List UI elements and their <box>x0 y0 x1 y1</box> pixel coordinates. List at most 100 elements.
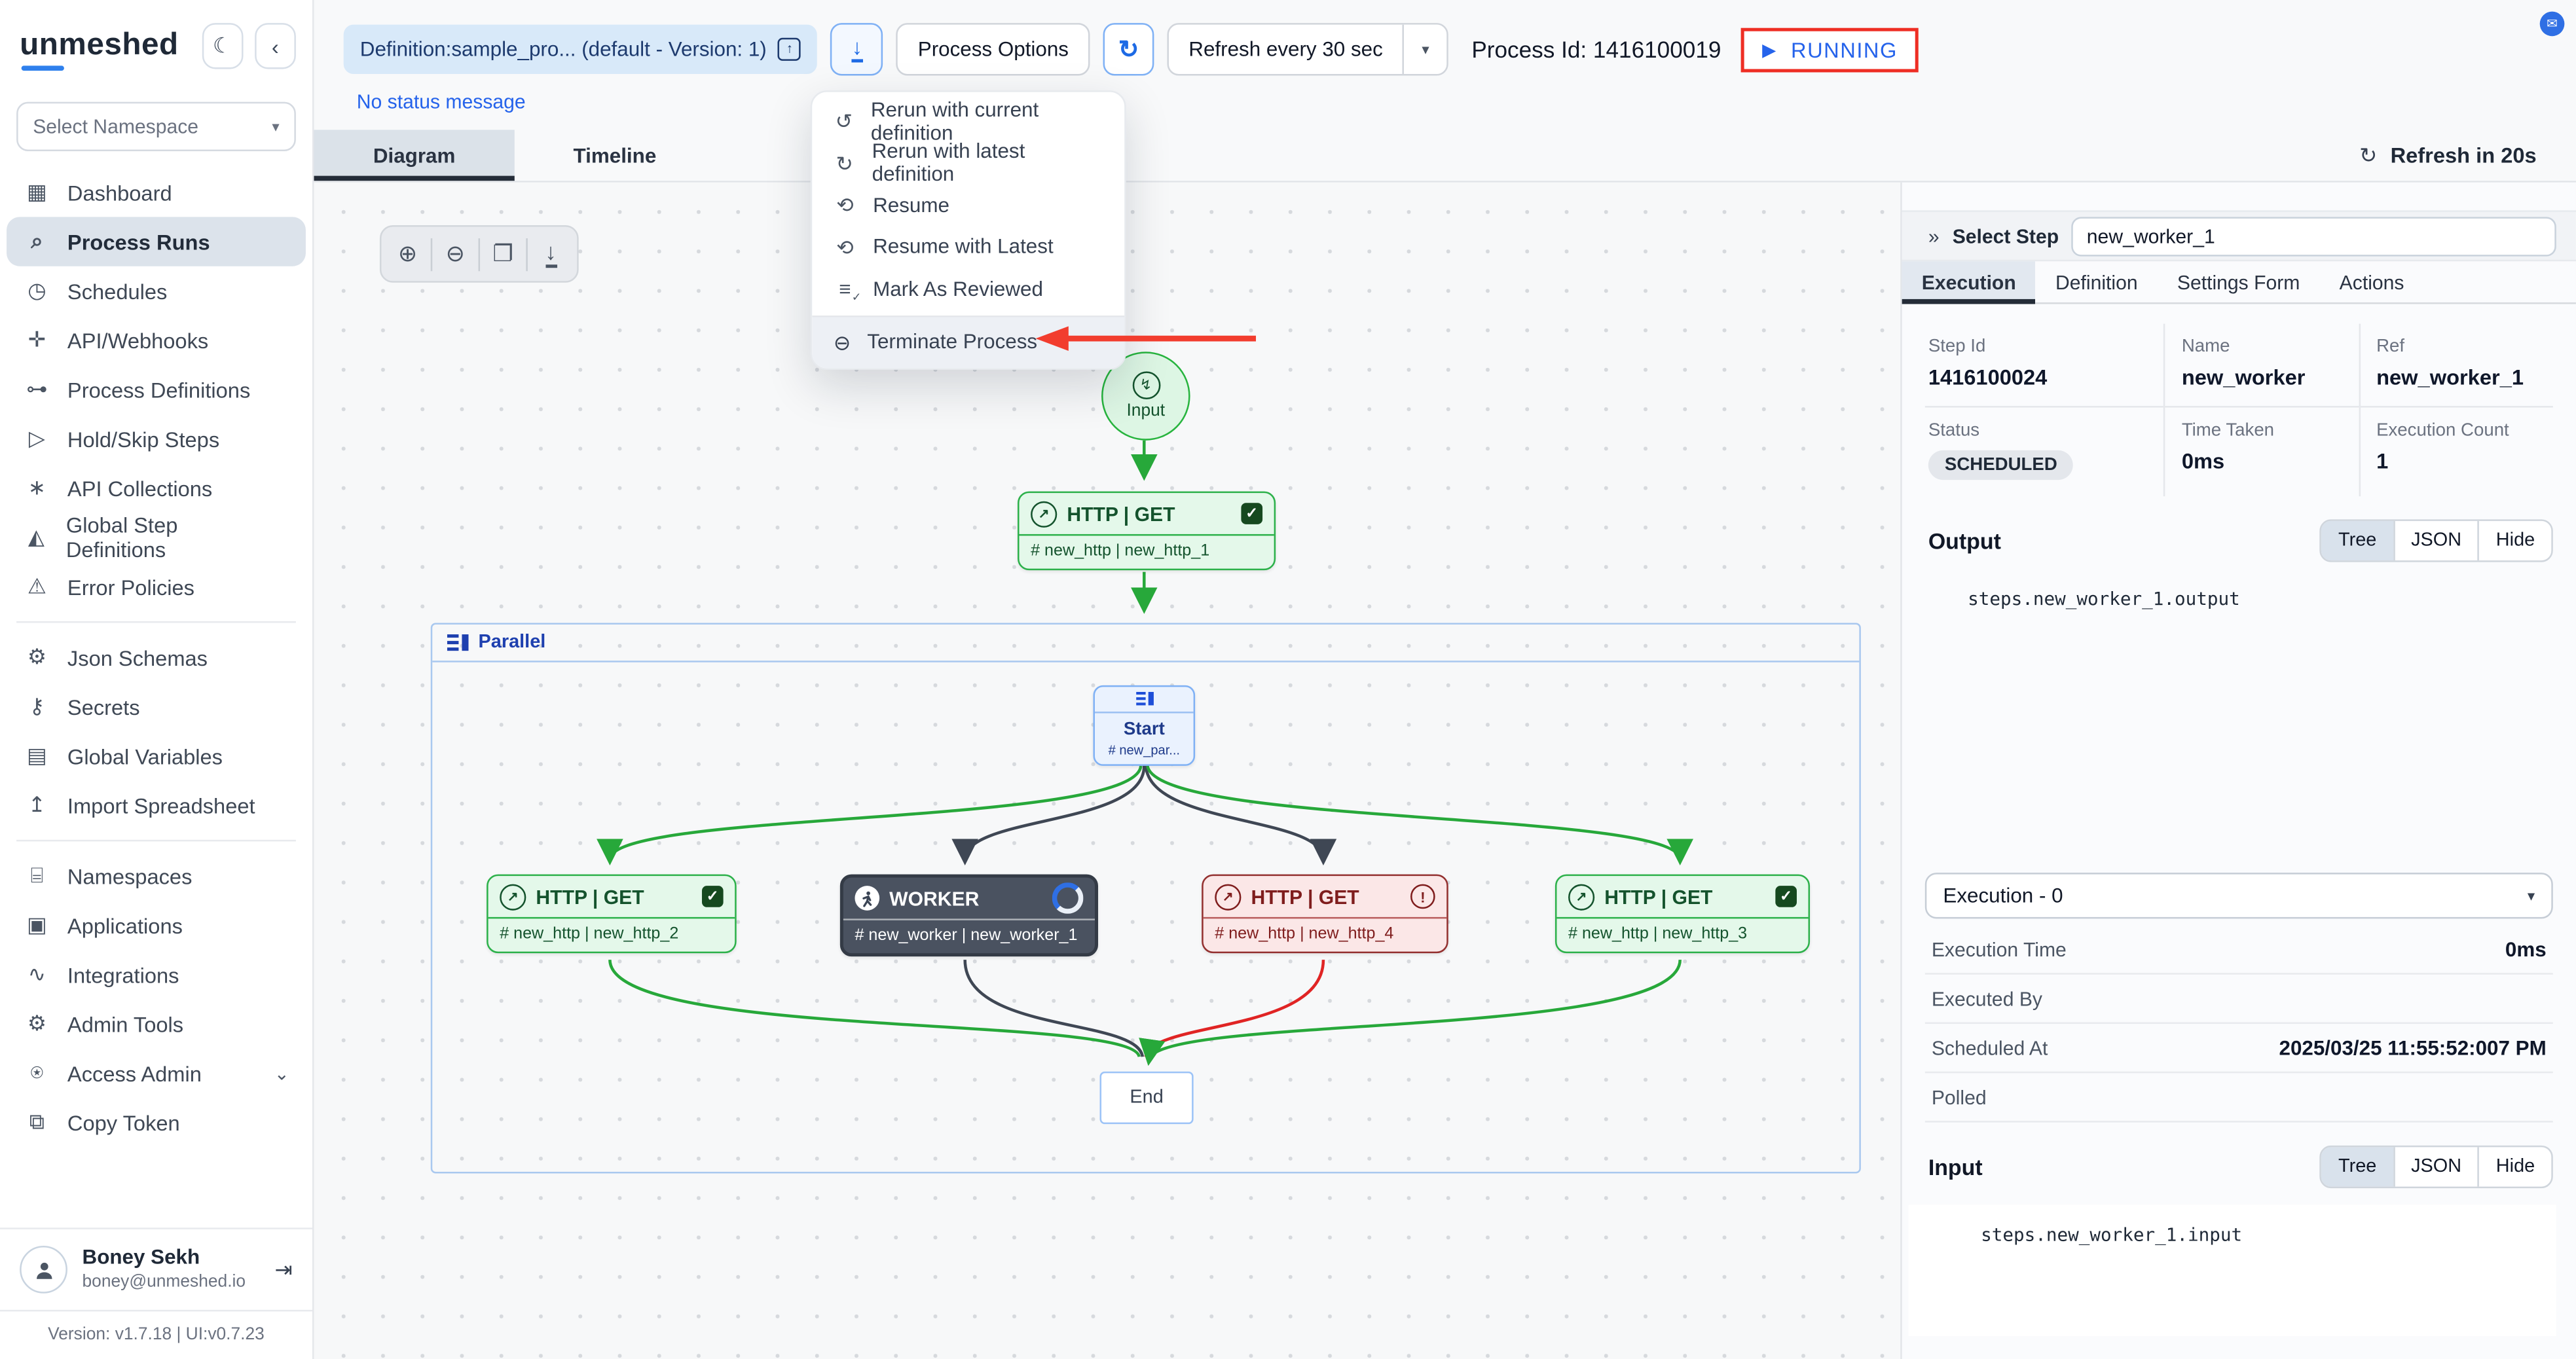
process-options-button[interactable]: Process Options <box>896 23 1090 76</box>
diagram-canvas[interactable]: ⊕ ⊖ ❐ ↓ ↯ Input ↗ <box>314 182 1901 1359</box>
node-new-worker-1[interactable]: WORKER # new_worker | new_worker_1 <box>839 874 1099 957</box>
node-new-http-2[interactable]: ↗ HTTP | GET ✓ # new_http | new_http_2 <box>487 874 737 954</box>
tab-settings-form[interactable]: Settings Form <box>2158 261 2320 302</box>
status-label: Status <box>1928 420 1980 441</box>
sidebar-item-global-step-definitions[interactable]: ◭ Global Step Definitions <box>7 513 306 562</box>
execution-select[interactable]: Execution - 0 ▾ <box>1924 873 2553 919</box>
nav-label: Import Spreadsheet <box>67 793 255 818</box>
zoom-in-button[interactable]: ⊕ <box>384 240 430 268</box>
output-json-button[interactable]: JSON <box>2393 520 2478 561</box>
download-process-button[interactable]: ↓ <box>830 23 884 76</box>
avatar <box>20 1245 67 1294</box>
tab-diagram[interactable]: Diagram <box>314 130 515 181</box>
tab-timeline[interactable]: Timeline <box>515 130 715 181</box>
sidebar-item-dashboard[interactable]: ▦ Dashboard <box>7 168 306 217</box>
node-parallel-start[interactable]: Start # new_par... <box>1093 685 1196 766</box>
sidebar-item-namespaces[interactable]: ⌸ Namespaces <box>7 851 306 900</box>
sidebar-item-process-runs[interactable]: ⌕ Process Runs <box>7 217 306 266</box>
sidebar-item-admin-tools[interactable]: ⚙ Admin Tools <box>7 999 306 1048</box>
input-hide-button[interactable]: Hide <box>2478 1147 2551 1187</box>
sidebar-item-import-spreadsheet[interactable]: ↥ Import Spreadsheet <box>7 780 306 829</box>
row-label: Execution Time <box>1931 937 2067 961</box>
tab-definition[interactable]: Definition <box>2036 261 2158 302</box>
refresh-countdown-label: Refresh in 20s <box>2390 143 2537 168</box>
logout-icon[interactable]: ⇥ <box>274 1256 293 1281</box>
select-step-input[interactable] <box>2072 216 2556 256</box>
node-type: WORKER <box>889 886 980 910</box>
open-definition-icon[interactable]: ↑ <box>778 37 801 61</box>
sidebar-item-access-admin[interactable]: ⍟ Access Admin ⌄ <box>7 1049 306 1098</box>
nav-label: Hold/Skip Steps <box>67 426 220 452</box>
sidebar-item-secrets[interactable]: ⚷ Secrets <box>7 682 306 731</box>
ref-value: new_worker_1 <box>2376 365 2524 390</box>
menu-item-terminate-process[interactable]: ⊖ Terminate Process <box>812 316 1125 368</box>
menu-item-label: Mark As Reviewed <box>873 277 1043 300</box>
refresh-countdown[interactable]: ↻ Refresh in 20s <box>2359 130 2537 181</box>
parallel-container[interactable]: Parallel <box>430 623 1861 1174</box>
expand-panel-icon[interactable]: » <box>1928 224 1940 247</box>
refresh-interval-caret[interactable]: ▾ <box>1402 24 1447 74</box>
refresh-interval-dropdown: Refresh every 30 sec ▾ <box>1167 23 1449 76</box>
nav-label: Global Variables <box>67 744 223 769</box>
user-profile[interactable]: Boney Sekh boney@unmeshed.io ⇥ <box>0 1227 312 1310</box>
nav-label: API/Webhooks <box>67 327 209 353</box>
download-diagram-button[interactable]: ↓ <box>528 240 574 268</box>
output-hide-button[interactable]: Hide <box>2478 520 2551 561</box>
person-icon <box>35 1261 52 1278</box>
node-end[interactable]: End <box>1099 1071 1194 1125</box>
output-title: Output <box>1928 528 2001 553</box>
sidebar-item-applications[interactable]: ▣ Applications <box>7 901 306 950</box>
nav-label: Secrets <box>67 694 140 719</box>
menu-item-rerun-latest[interactable]: ↻ Rerun with latest definition <box>812 140 1124 186</box>
namespace-select[interactable]: Select Namespace ▾ <box>16 101 296 151</box>
input-path[interactable]: steps.new_worker_1.input <box>1981 1224 2243 1246</box>
tab-actions[interactable]: Actions <box>2320 261 2424 302</box>
sidebar-item-integrations[interactable]: ∿ Integrations <box>7 950 306 999</box>
menu-item-resume-with-latest[interactable]: ⟲ Resume with Latest <box>812 226 1124 268</box>
node-ref: # new_http | new_http_1 <box>1019 534 1274 569</box>
parallel-icon <box>447 633 469 650</box>
notification-badge[interactable]: ✉ <box>2539 11 2565 37</box>
chevron-down-icon: ▾ <box>272 117 280 134</box>
sidebar-item-api-collections[interactable]: ∗ API Collections <box>7 463 306 513</box>
error-icon: ! <box>1410 884 1435 909</box>
parallel-icon <box>1135 691 1153 706</box>
menu-item-mark-as-reviewed[interactable]: ≡ Mark As Reviewed <box>812 268 1124 310</box>
step-id-label: Step Id <box>1928 336 1986 357</box>
menu-item-label: Resume with Latest <box>873 235 1054 259</box>
sidebar-item-copy-token[interactable]: ⧉ Copy Token <box>7 1098 306 1147</box>
node-new-http-3[interactable]: ↗ HTTP | GET ✓ # new_http | new_http_3 <box>1555 874 1811 954</box>
node-type: HTTP | GET <box>1067 501 1175 526</box>
input-tree-button[interactable]: Tree <box>2321 1147 2393 1187</box>
sidebar-collapse-button[interactable]: ‹ <box>254 23 296 69</box>
menu-item-icon: ⟲ <box>836 194 854 218</box>
sidebar-item-process-definitions[interactable]: ⊶ Process Definitions <box>7 365 306 414</box>
menu-item-resume[interactable]: ⟲ Resume <box>812 184 1124 226</box>
input-json-button[interactable]: JSON <box>2393 1147 2478 1187</box>
sidebar-item-error-policies[interactable]: ⚠ Error Policies <box>7 562 306 611</box>
node-label: Input <box>1126 401 1166 421</box>
theme-toggle-button[interactable]: ☾ <box>201 23 244 69</box>
input-tree-view: steps.new_worker_1.input <box>1908 1205 2556 1337</box>
nav-icon: ∿ <box>28 961 46 987</box>
step-id-value: 1416100024 <box>1928 365 2048 390</box>
definition-breadcrumb[interactable]: Definition:sample_pro... (default - Vers… <box>343 24 818 74</box>
sidebar-item-schedules[interactable]: ◷ Schedules <box>7 266 306 316</box>
sidebar-item-global-variables[interactable]: ▤ Global Variables <box>7 731 306 780</box>
output-path[interactable]: steps.new_worker_1.output <box>1968 588 2240 610</box>
node-label: Start <box>1123 719 1165 740</box>
sidebar-item-api-webhooks[interactable]: ✛ API/Webhooks <box>7 316 306 365</box>
output-tree-button[interactable]: Tree <box>2321 520 2393 561</box>
menu-item-rerun-current[interactable]: ↺ Rerun with current definition <box>812 98 1124 144</box>
node-new-http-4[interactable]: ↗ HTTP | GET ! # new_http | new_http_4 <box>1202 874 1448 954</box>
refresh-button[interactable]: ↻ <box>1103 23 1154 76</box>
refresh-interval-label[interactable]: Refresh every 30 sec <box>1188 37 1383 61</box>
node-new-http-1[interactable]: ↗ HTTP | GET ✓ # new_http | new_http_1 <box>1017 491 1276 571</box>
play-icon: ▶ <box>1762 40 1776 60</box>
zoom-out-button[interactable]: ⊖ <box>432 240 478 268</box>
user-name: Boney Sekh <box>82 1246 200 1269</box>
sidebar-item-hold-skip-steps[interactable]: ▷ Hold/Skip Steps <box>7 414 306 463</box>
sidebar-item-json-schemas[interactable]: ⚙ Json Schemas <box>7 633 306 682</box>
tab-execution[interactable]: Execution <box>1902 261 2036 304</box>
fit-view-button[interactable]: ❐ <box>480 240 526 268</box>
